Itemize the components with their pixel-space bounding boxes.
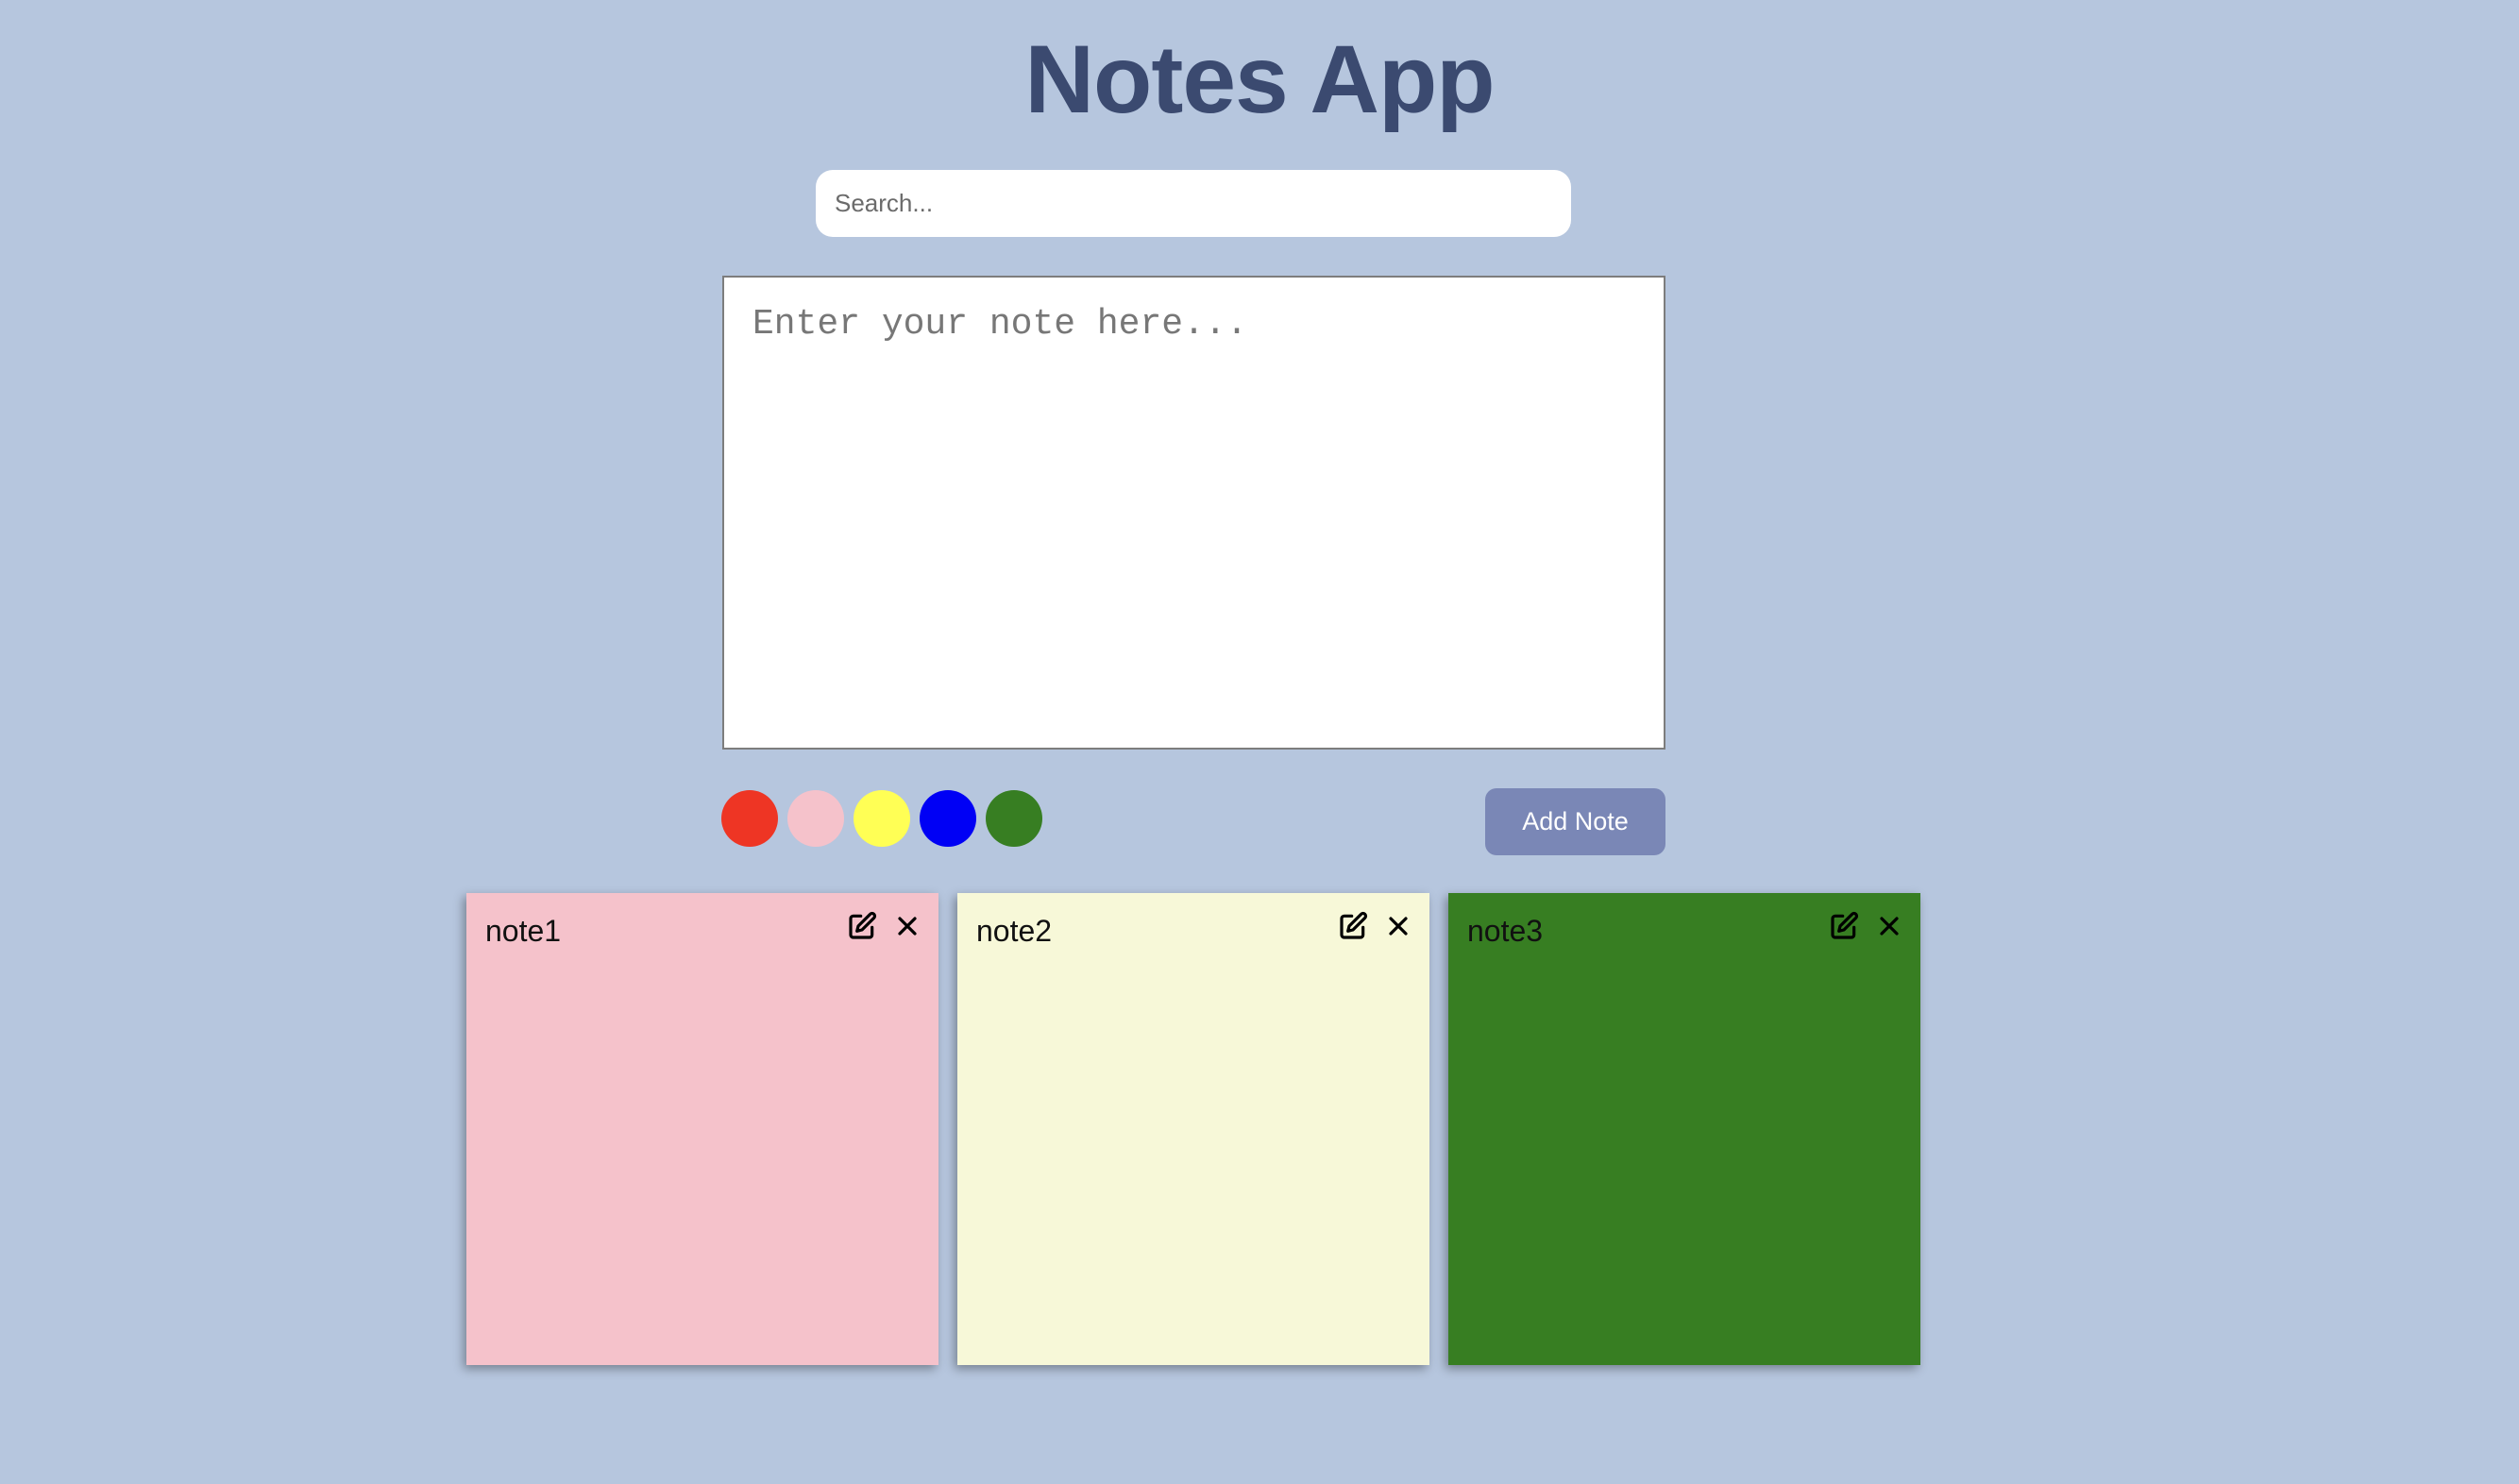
close-icon[interactable] [891,910,923,942]
close-icon[interactable] [1873,910,1905,942]
color-option-blue[interactable] [920,790,976,847]
search-input[interactable] [816,170,1571,237]
note-actions [846,910,923,942]
close-icon[interactable] [1382,910,1414,942]
note-text: note2 [976,914,1053,948]
add-note-button[interactable]: Add Note [1485,788,1665,855]
color-option-red[interactable] [721,790,778,847]
note-card: note1 [466,893,938,1365]
note-input[interactable] [722,276,1665,750]
color-option-green[interactable] [986,790,1042,847]
note-actions [1337,910,1414,942]
page-title: Notes App [1024,25,1495,133]
color-option-yellow[interactable] [854,790,910,847]
edit-icon[interactable] [1337,910,1369,942]
note-card: note3 [1448,893,1920,1365]
edit-icon[interactable] [1828,910,1860,942]
notes-grid: note1 note2 [466,893,1920,1365]
note-actions [1828,910,1905,942]
note-card: note2 [957,893,1429,1365]
note-text: note3 [1467,914,1544,948]
note-text: note1 [485,914,562,948]
edit-icon[interactable] [846,910,878,942]
color-picker [721,790,1042,847]
color-option-pink[interactable] [787,790,844,847]
